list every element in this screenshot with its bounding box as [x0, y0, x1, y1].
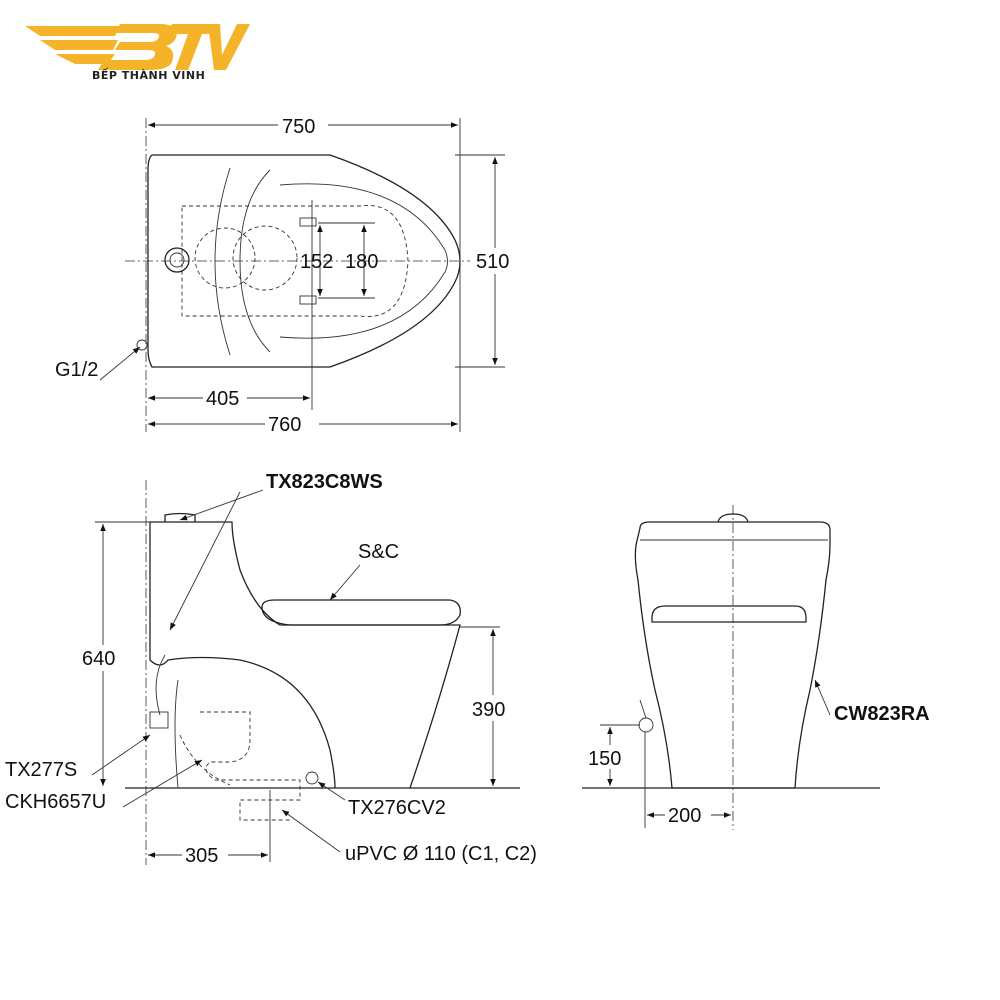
label-tx823c8ws: TX823C8WS [266, 471, 383, 493]
brand-name: BẾP THÀNH VINH [92, 67, 205, 82]
label-sc: S&C [358, 541, 399, 563]
dim-152: 152 [300, 251, 333, 273]
side-view: TX823C8WS S&C TX277S CKH6657U TX276CV2 u… [5, 471, 537, 867]
dim-405: 405 [206, 388, 239, 410]
label-tx277s: TX277S [5, 759, 77, 781]
dim-640: 640 [82, 648, 115, 670]
label-ckh6657u: CKH6657U [5, 791, 106, 813]
dim-750: 750 [282, 116, 315, 138]
label-tx276cv2: TX276CV2 [348, 797, 446, 819]
dim-180: 180 [345, 251, 378, 273]
dim-200: 200 [668, 805, 701, 827]
front-view: CW823RA 150 200 [582, 505, 930, 830]
dim-390: 390 [472, 699, 505, 721]
dim-510: 510 [476, 251, 509, 273]
label-cw823ra: CW823RA [834, 703, 930, 725]
dim-305: 305 [185, 845, 218, 867]
top-view: 152 180 750 510 405 760 G1/2 [55, 114, 518, 436]
label-g12: G1/2 [55, 359, 98, 381]
label-upvc: uPVC Ø 110 (C1, C2) [345, 843, 537, 865]
brand-logo: BẾP THÀNH VINH [25, 24, 250, 82]
dim-760: 760 [268, 414, 301, 436]
dim-150: 150 [588, 748, 621, 770]
